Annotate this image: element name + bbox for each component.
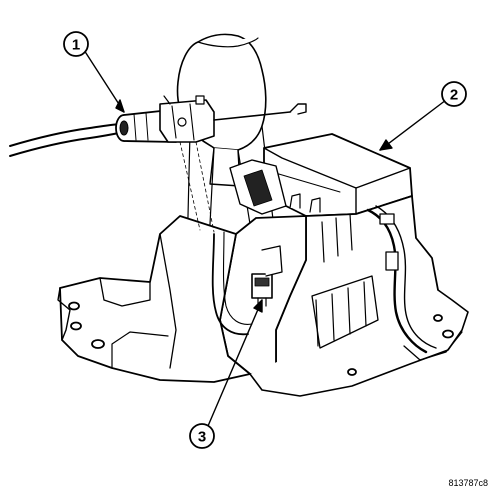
callout-3-label: 3	[198, 429, 206, 446]
shift-cable-assembly	[9, 95, 307, 233]
callout-2: 2	[441, 81, 467, 107]
leader-line-2-head	[379, 139, 393, 151]
callout-2-label: 2	[450, 87, 458, 104]
leader-line-3-head	[253, 299, 263, 313]
solenoid-connector	[211, 231, 283, 336]
callout-1-label: 1	[72, 37, 80, 54]
figure-id: 813787c8	[448, 478, 488, 488]
leader-line-1-head	[115, 99, 125, 113]
leader-line-1	[83, 49, 125, 113]
leader-line-3	[207, 299, 263, 427]
shifter-housing	[57, 133, 469, 397]
leader-lines	[83, 49, 447, 427]
leader-line-2	[379, 99, 447, 151]
callout-1: 1	[63, 31, 89, 57]
callout-3: 3	[189, 423, 215, 449]
